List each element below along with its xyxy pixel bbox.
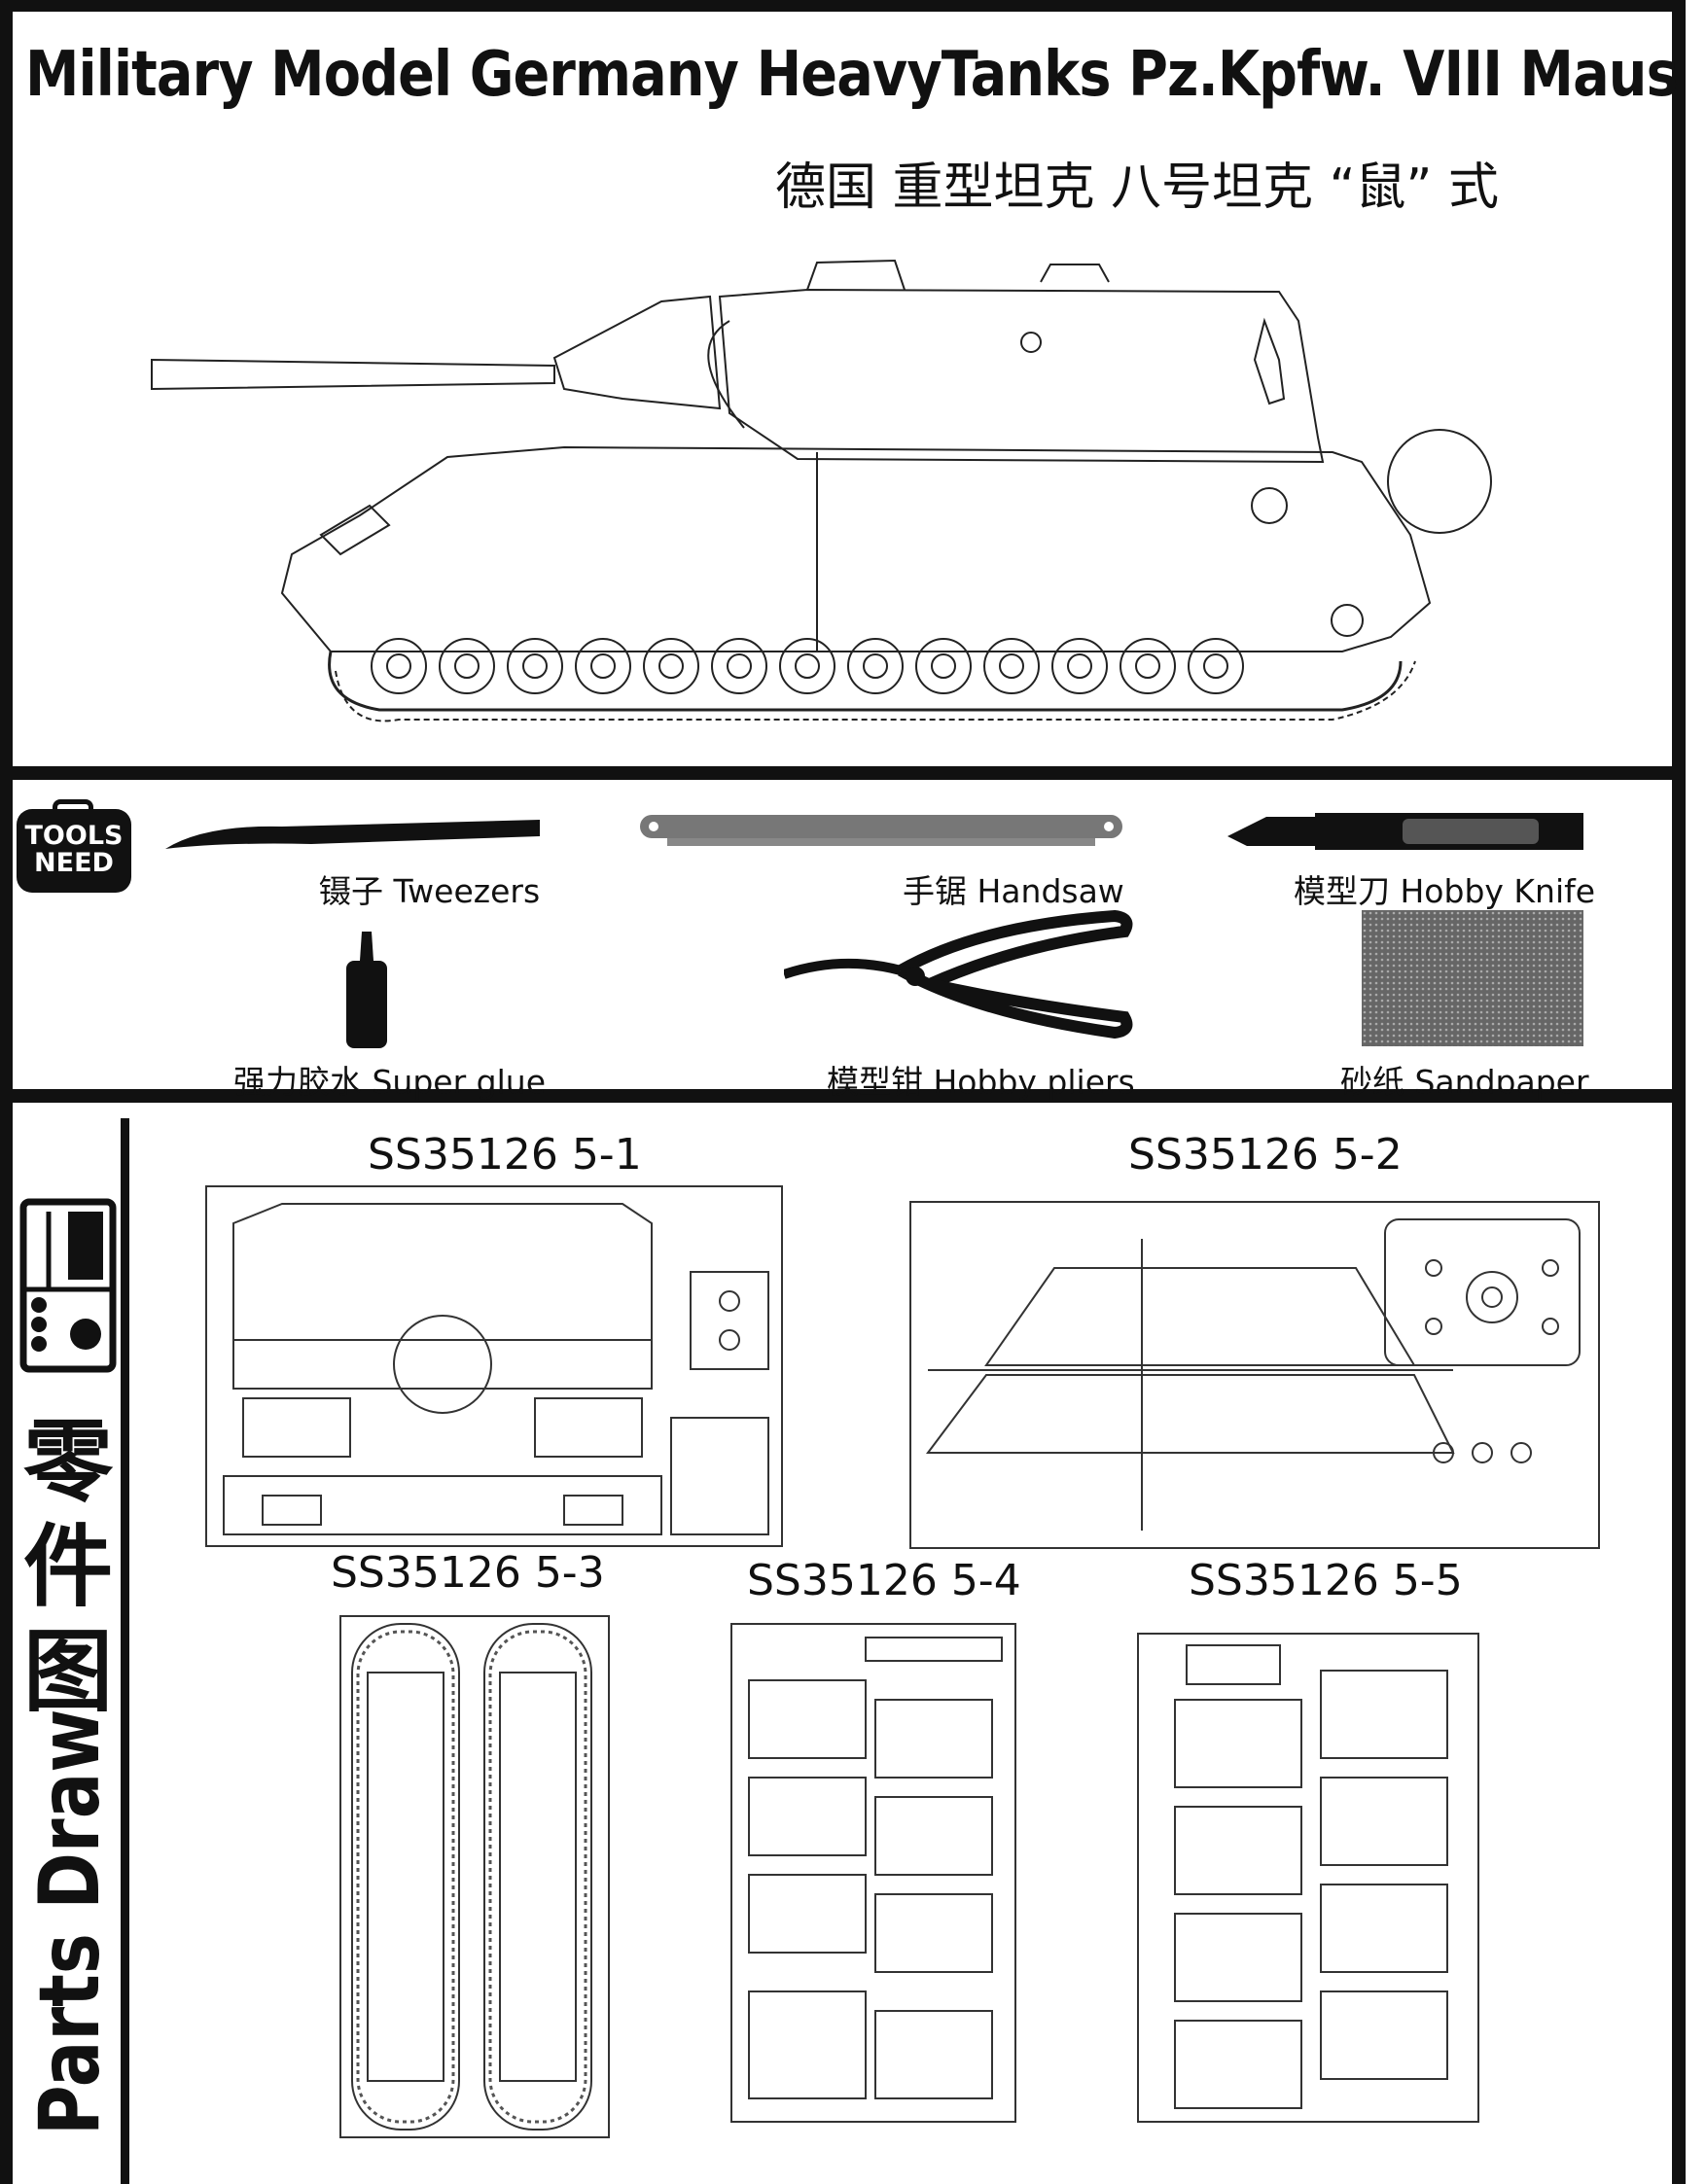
parts-title-cn: 零件图 <box>23 1410 114 1724</box>
part-sheet-5-3-drawing <box>339 1615 610 2138</box>
sandpaper-icon <box>1362 910 1583 1046</box>
tank-side-view-drawing <box>151 259 1492 722</box>
part-sheet-5-5-drawing <box>1137 1633 1479 2123</box>
glue-bottle-icon <box>346 932 387 1048</box>
tool-label-sandpaper: 砂纸 Sandpaper <box>1340 1063 1589 1101</box>
part-sheet-label-5-3: SS35126 5-3 <box>331 1548 605 1598</box>
tool-label-hobby-pliers: 模型钳 Hobby pliers <box>827 1063 1135 1101</box>
divider-header-tools <box>0 766 1686 780</box>
part-sheet-label-5-1: SS35126 5-1 <box>368 1130 642 1180</box>
tools-need-badge: TOOLS NEED <box>17 799 131 893</box>
part-sheet-label-5-5: SS35126 5-5 <box>1189 1556 1463 1605</box>
page-subtitle-cn: 德国 重型坦克 八号坦克 “鼠” 式 <box>775 159 1499 217</box>
tool-label-hobby-knife: 模型刀 Hobby Knife <box>1294 872 1596 910</box>
sprue-icon <box>19 1198 117 1373</box>
handsaw-icon <box>640 815 1122 846</box>
divider-tools-parts <box>0 1089 1686 1103</box>
pliers-icon <box>784 909 1133 1039</box>
parts-title-en: Parts Draw <box>21 1708 119 2135</box>
tool-label-super-glue: 强力胶水 Super glue <box>233 1063 546 1101</box>
tweezers-icon <box>165 820 540 849</box>
parts-side-divider <box>121 1118 129 2184</box>
part-sheet-label-5-2: SS35126 5-2 <box>1128 1130 1403 1180</box>
top-border <box>0 0 1686 12</box>
part-sheet-5-2-drawing <box>909 1201 1600 1549</box>
part-sheet-5-1-drawing <box>205 1185 783 1547</box>
part-sheet-5-4-drawing <box>730 1623 1016 2123</box>
part-sheet-label-5-4: SS35126 5-4 <box>747 1556 1021 1605</box>
tool-label-tweezers: 镊子 Tweezers <box>319 872 541 910</box>
hobby-knife-icon <box>1227 813 1583 850</box>
tool-label-handsaw: 手锯 Handsaw <box>903 872 1124 910</box>
page-title: Military Model Germany HeavyTanks Pz.Kpf… <box>25 39 1679 111</box>
